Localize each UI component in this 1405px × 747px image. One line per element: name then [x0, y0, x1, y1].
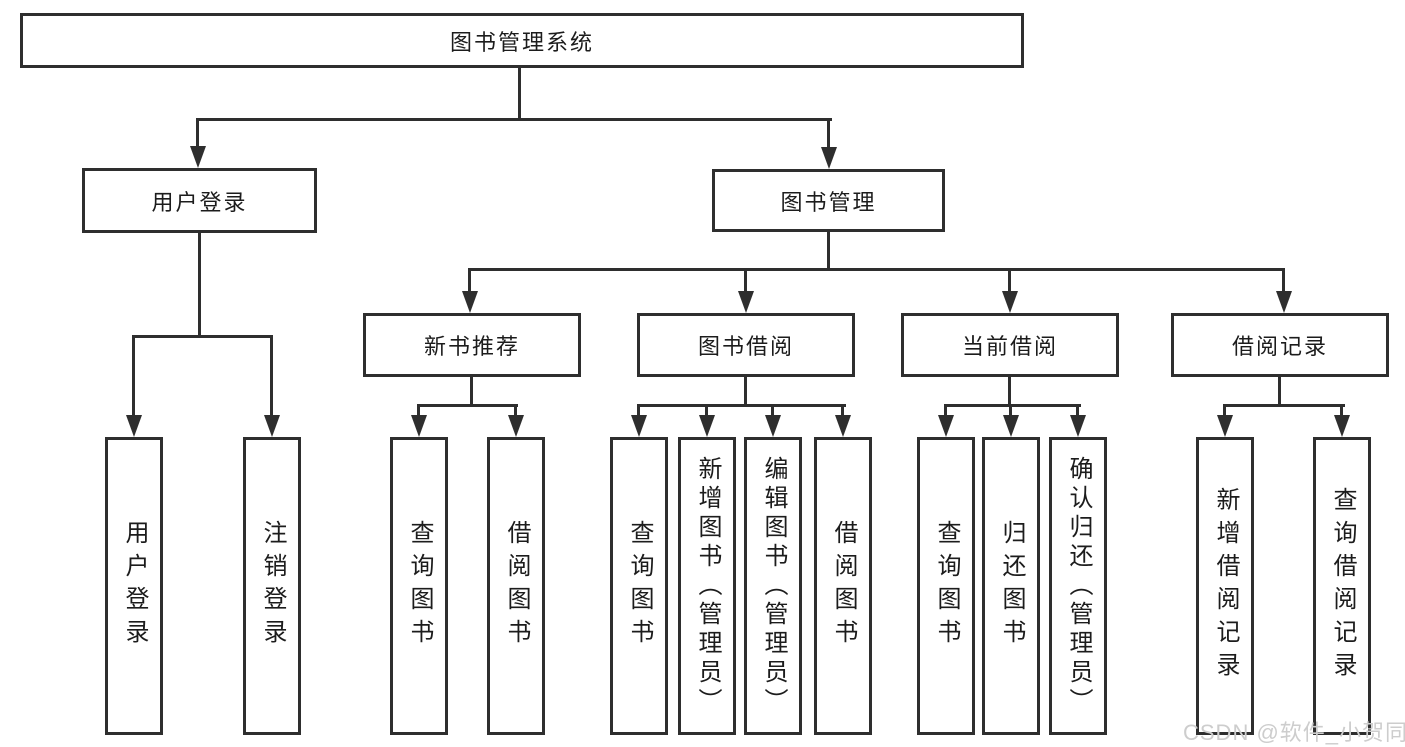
connector-line [1278, 377, 1281, 406]
arrow-down-icon [631, 415, 647, 437]
node-add-borrow-record: 新增借阅记录 [1196, 437, 1254, 735]
node-label: 借阅图书 [503, 520, 530, 652]
node-label: 借阅记录 [1231, 334, 1328, 359]
connector-line [705, 404, 708, 417]
connector-line [827, 232, 830, 268]
node-current-borrowing: 当前借阅 [901, 313, 1119, 377]
node-label: 查询图书 [406, 520, 433, 652]
connector-line [132, 335, 273, 338]
node-query-books-borrowing: 查询图书 [610, 437, 668, 735]
arrow-down-icon [190, 146, 206, 168]
node-new-book-recommend: 新书推荐 [363, 313, 581, 377]
node-return-books: 归还图书 [982, 437, 1040, 735]
connector-line [1282, 268, 1285, 293]
arrow-down-icon [835, 415, 851, 437]
connector-line [1340, 404, 1343, 417]
connector-line [518, 68, 521, 118]
connector-line [468, 268, 1285, 271]
connector-line [1223, 404, 1345, 407]
arrow-down-icon [264, 415, 280, 437]
node-book-borrowing: 图书借阅 [637, 313, 855, 377]
node-label: 查询借阅记录 [1329, 487, 1356, 685]
node-confirm-return-admin: 确认归还（管理员） [1049, 437, 1107, 735]
node-label: 确认归还（管理员） [1065, 455, 1092, 717]
node-label: 新增借阅记录 [1212, 487, 1239, 685]
connector-line [470, 377, 473, 406]
connector-line [1008, 377, 1011, 406]
arrow-down-icon [699, 415, 715, 437]
node-label: 用户登录 [151, 189, 248, 215]
csdn-watermark: CSDN @软件_小贺同学 [1183, 720, 1405, 745]
connector-line [637, 404, 640, 417]
connector-line [1223, 404, 1226, 417]
node-user-login: 用户登录 [105, 437, 163, 735]
connector-line [771, 404, 774, 417]
node-label: 图书管理 [780, 189, 877, 215]
connector-line [944, 404, 1081, 407]
connector-line [1076, 404, 1079, 417]
arrow-down-icon [1334, 415, 1350, 437]
node-label: 图书管理系统 [449, 29, 594, 55]
node-label: 新书推荐 [423, 334, 520, 359]
node-book-management: 图书管理 [712, 169, 945, 232]
connector-line [841, 404, 844, 417]
arrow-down-icon [1003, 415, 1019, 437]
node-add-books-admin: 新增图书（管理员） [678, 437, 736, 735]
connector-line [1008, 268, 1011, 293]
connector-line [198, 233, 201, 335]
node-label: 图书借阅 [697, 334, 794, 359]
connector-line [1009, 404, 1012, 417]
connector-line [417, 404, 420, 417]
node-label: 新增图书（管理员） [694, 455, 721, 717]
node-label: 查询图书 [626, 520, 653, 652]
node-user-login-branch: 用户登录 [82, 168, 317, 233]
arrow-down-icon [821, 147, 837, 169]
connector-line [196, 118, 832, 121]
arrow-down-icon [411, 415, 427, 437]
connector-line [827, 118, 830, 149]
node-label: 用户登录 [121, 520, 148, 652]
connector-line [132, 335, 135, 415]
node-borrow-books-borrowing: 借阅图书 [814, 437, 872, 735]
arrow-down-icon [765, 415, 781, 437]
arrow-down-icon [1002, 291, 1018, 313]
connector-line [468, 268, 471, 293]
node-library-management-system: 图书管理系统 [20, 13, 1024, 68]
arrow-down-icon [126, 415, 142, 437]
arrow-down-icon [1276, 291, 1292, 313]
node-label: 查询图书 [933, 520, 960, 652]
arrow-down-icon [508, 415, 524, 437]
node-label: 编辑图书（管理员） [760, 455, 787, 717]
connector-line [270, 335, 273, 415]
node-query-borrow-record: 查询借阅记录 [1313, 437, 1371, 735]
connector-line [514, 404, 517, 417]
node-borrow-records: 借阅记录 [1171, 313, 1389, 377]
connector-line [744, 377, 747, 406]
node-query-books-recommend: 查询图书 [390, 437, 448, 735]
arrow-down-icon [738, 291, 754, 313]
arrow-down-icon [1217, 415, 1233, 437]
connector-line [744, 268, 747, 293]
node-label: 归还图书 [998, 520, 1025, 652]
arrow-down-icon [462, 291, 478, 313]
arrow-down-icon [1070, 415, 1086, 437]
node-edit-books-admin: 编辑图书（管理员） [744, 437, 802, 735]
connector-line [196, 118, 199, 148]
connector-line [944, 404, 947, 417]
node-query-books-current: 查询图书 [917, 437, 975, 735]
connector-line [637, 404, 846, 407]
node-borrow-books-recommend: 借阅图书 [487, 437, 545, 735]
node-label: 注销登录 [259, 520, 286, 652]
node-logout-login: 注销登录 [243, 437, 301, 735]
arrow-down-icon [938, 415, 954, 437]
node-label: 借阅图书 [830, 520, 857, 652]
connector-line [417, 404, 518, 407]
node-label: 当前借阅 [961, 334, 1058, 359]
